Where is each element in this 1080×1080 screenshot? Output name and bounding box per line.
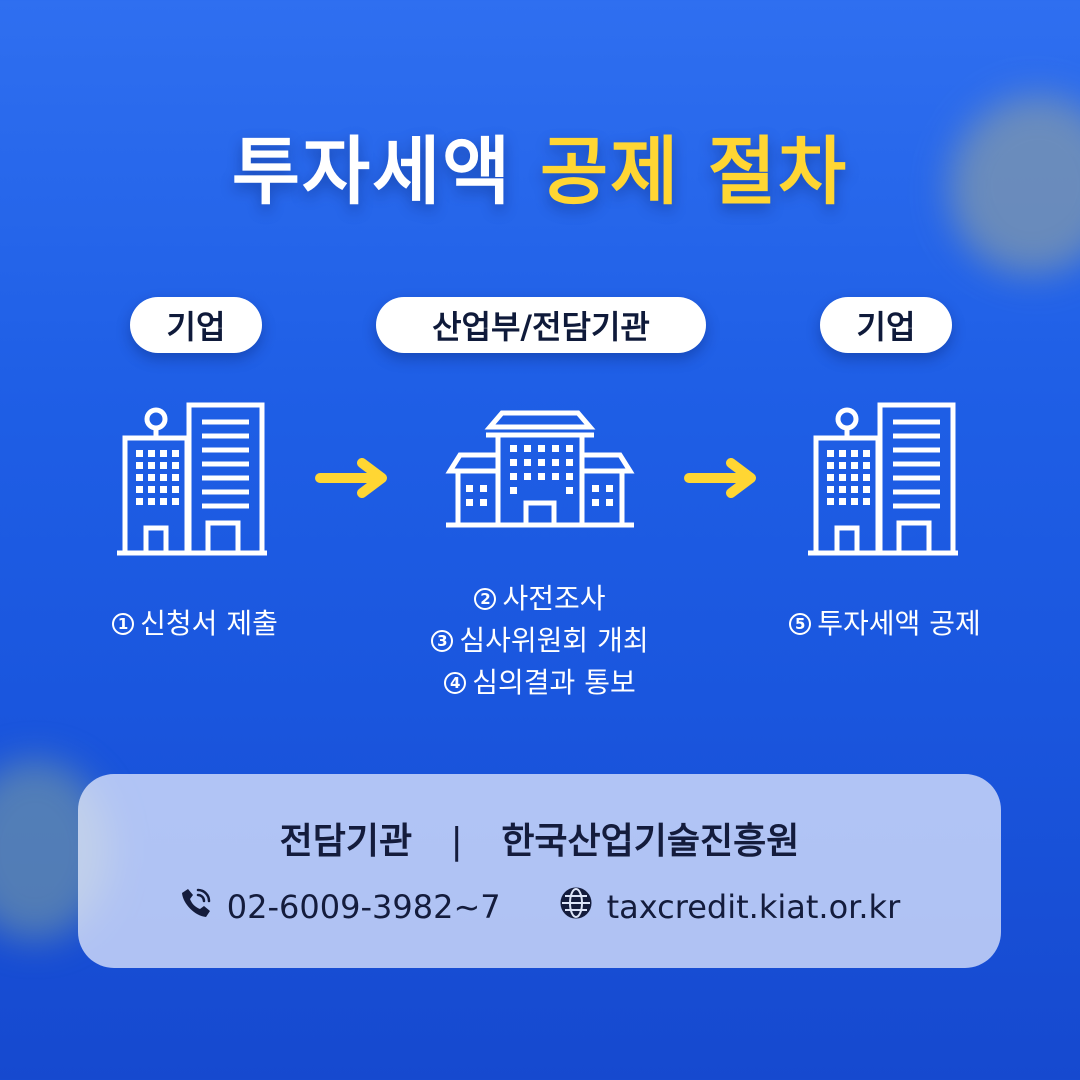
- step-text: 심사위원회 개최: [459, 624, 649, 657]
- arrow-right-icon: [683, 458, 759, 498]
- step-text: 사전조사: [502, 582, 606, 615]
- step-item: 3 심사위원회 개최: [390, 620, 690, 662]
- phone-contact[interactable]: 02-6009-3982~7: [179, 886, 501, 928]
- stage-label-company: 기업: [130, 297, 262, 353]
- heading-separator: |: [450, 821, 463, 862]
- office-building-icon: [112, 400, 272, 560]
- step-item: 5 투자세액 공제: [770, 603, 1000, 645]
- step-text: 신청서 제출: [140, 607, 278, 640]
- step-text: 심의결과 통보: [472, 666, 636, 699]
- agency-name: 한국산업기술진흥원: [501, 821, 800, 862]
- office-building-icon: [803, 400, 963, 560]
- step-number-badge: 2: [474, 588, 497, 610]
- contact-details: 02-6009-3982~7 taxcredit.kiat.or.kr: [78, 886, 1001, 928]
- phone-icon: [179, 886, 213, 928]
- step-number-badge: 4: [444, 672, 467, 694]
- step-number-badge: 3: [431, 630, 454, 652]
- globe-icon: [559, 886, 593, 928]
- step-item: 2 사전조사: [390, 578, 690, 620]
- page-title: 투자세액 공제 절차: [0, 112, 1080, 219]
- stage-label-ministry-agency: 산업부/전담기관: [376, 297, 706, 353]
- steps-company-credit: 5 투자세액 공제: [770, 603, 1000, 645]
- step-item: 4 심의결과 통보: [390, 662, 690, 704]
- agency-label: 전담기관: [279, 821, 413, 862]
- phone-number: 02-6009-3982~7: [226, 888, 501, 926]
- steps-agency-review: 2 사전조사 3 심사위원회 개최 4 심의결과 통보: [390, 578, 690, 704]
- step-number-badge: 5: [789, 613, 812, 635]
- website-url: taxcredit.kiat.or.kr: [606, 888, 901, 926]
- contact-info-card: 전담기관 | 한국산업기술진흥원 02-6009-3982~7: [78, 774, 1001, 968]
- stage-label-company: 기업: [820, 297, 952, 353]
- agency-heading: 전담기관 | 한국산업기술진흥원: [78, 812, 1001, 864]
- website-link[interactable]: taxcredit.kiat.or.kr: [559, 886, 901, 928]
- government-building-icon: [440, 405, 640, 535]
- arrow-right-icon: [314, 458, 390, 498]
- step-number-badge: 1: [112, 613, 135, 635]
- title-white-part: 투자세액: [231, 129, 513, 215]
- title-highlight-part: 공제 절차: [540, 129, 849, 215]
- step-item: 1 신청서 제출: [100, 603, 290, 645]
- steps-company-submit: 1 신청서 제출: [100, 603, 290, 645]
- step-text: 투자세액 공제: [817, 607, 981, 640]
